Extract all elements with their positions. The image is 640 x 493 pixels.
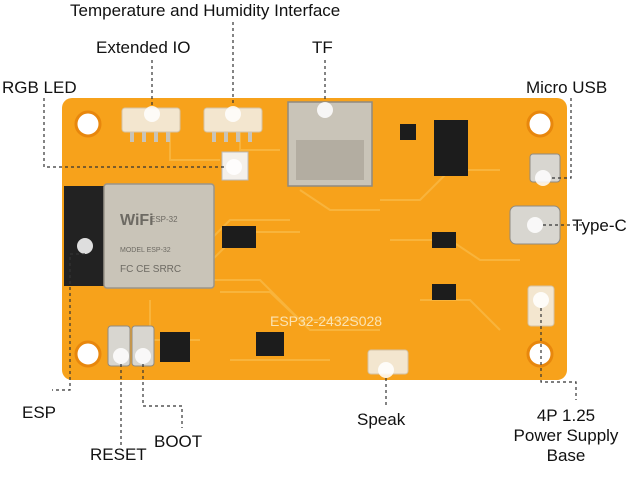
label-reset: RESET xyxy=(90,445,147,464)
label-speak: Speak xyxy=(357,410,406,429)
label-micro-usb: Micro USB xyxy=(526,78,608,97)
mounting-holes xyxy=(74,110,554,368)
module-model-text: ESP-32 xyxy=(150,215,178,224)
label-esp: ESP xyxy=(22,403,57,422)
label-rgb-led: RGB LED xyxy=(2,78,77,97)
module-fcc-text: FC CE SRRC xyxy=(120,264,181,275)
silkscreen-text: ESP32-2432S028 xyxy=(270,313,382,329)
label-type-c: Type-C xyxy=(572,216,627,235)
label-power-supply-line2: Power Supply xyxy=(513,426,619,445)
ic-chips xyxy=(160,120,468,362)
module-brand-text: WiFi xyxy=(120,212,154,229)
label-extended-io: Extended IO xyxy=(96,38,191,57)
highlight-circles xyxy=(77,102,551,378)
label-power-supply-line3: Base xyxy=(546,446,586,465)
label-power-supply: 4P 1.25 Power Supply Base xyxy=(502,406,630,466)
label-tf: TF xyxy=(312,38,333,57)
leader-lines xyxy=(43,22,585,448)
esp32-module: WiFi ESP-32 MODEL ESP-32 FC CE SRRC xyxy=(64,183,215,289)
tf-card-slot xyxy=(287,101,373,187)
module-sub-text: MODEL ESP-32 xyxy=(120,247,171,254)
label-boot: BOOT xyxy=(154,432,203,451)
label-power-supply-line1: 4P 1.25 xyxy=(536,406,596,425)
label-temp-humidity: Temperature and Humidity Interface xyxy=(70,1,341,20)
